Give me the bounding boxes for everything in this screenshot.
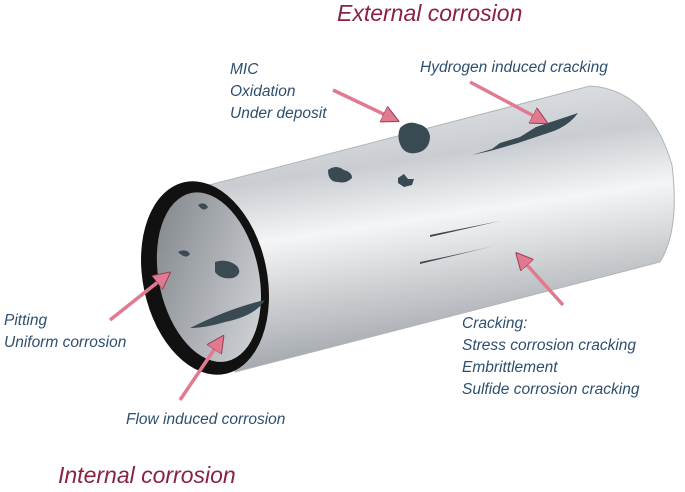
heading-internal-corrosion: Internal corrosion [58, 462, 236, 488]
label-oxidation: Oxidation [230, 83, 296, 100]
arrow-cracking [518, 255, 565, 307]
label-hydrogen-induced-cracking: Hydrogen induced cracking [420, 59, 608, 76]
label-mic-group: MIC Oxidation Under deposit [230, 59, 327, 125]
heading-external-corrosion: External corrosion [337, 0, 523, 26]
defects [178, 113, 578, 328]
arrows [108, 80, 565, 401]
label-pitting-group: Pitting Uniform corrosion [4, 310, 126, 354]
arrow-pitting [108, 274, 168, 322]
label-cracking: Cracking: [462, 315, 528, 332]
label-mic: MIC [230, 61, 259, 78]
label-under-deposit: Under deposit [230, 105, 327, 122]
pipe-body [189, 85, 675, 373]
label-embrittlement: Embrittlement [462, 359, 558, 376]
label-cracking-group: Cracking: Stress corrosion cracking Embr… [462, 313, 639, 401]
label-sulfide-corrosion-cracking: Sulfide corrosion cracking [462, 381, 640, 398]
label-flow-induced-corrosion: Flow induced corrosion [126, 411, 286, 428]
arrow-hydrogen [469, 80, 545, 122]
label-uniform-corrosion: Uniform corrosion [4, 334, 127, 351]
arrow-mic [332, 88, 396, 120]
label-pitting: Pitting [4, 312, 48, 329]
label-stress-corrosion-cracking: Stress corrosion cracking [462, 337, 637, 354]
arrow-flow [178, 338, 222, 401]
